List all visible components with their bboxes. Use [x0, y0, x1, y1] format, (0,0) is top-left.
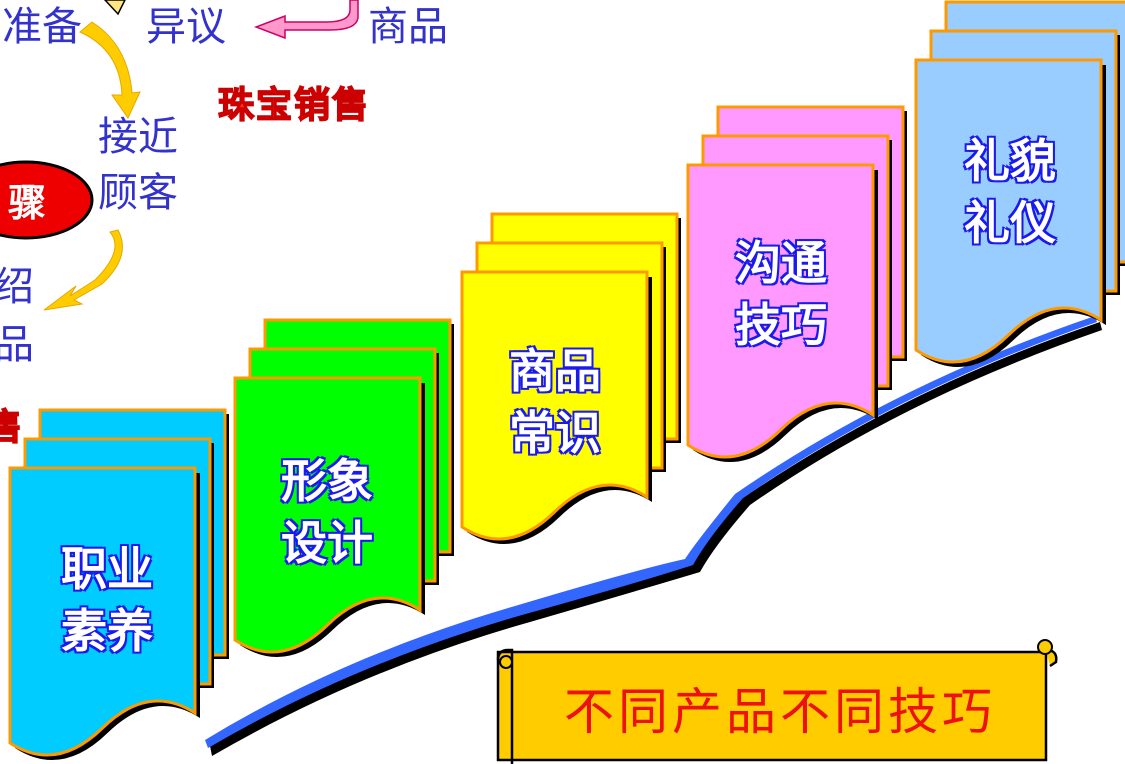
card-label-line2: 设计: [280, 515, 374, 571]
yellow-arrow-2: [43, 229, 123, 311]
card-stack-image: [233, 318, 454, 657]
card-label-line1: 礼貌: [963, 133, 1057, 189]
card-stack-etiquette: [914, 0, 1125, 367]
card-label-line2: 技巧: [734, 297, 828, 353]
card-label-line1: 职业: [60, 541, 154, 597]
scroll-banner: [496, 639, 1058, 764]
flow-step-approach-line2: 顾客: [98, 170, 178, 216]
scroll-banner-text: 不同产品不同技巧: [564, 683, 996, 741]
step-oval: [0, 160, 94, 240]
card-label-image: 形象 设计: [262, 450, 392, 574]
staircase-line: [205, 316, 1097, 748]
flow-step-intro-line1: 绍: [0, 264, 34, 310]
flow-step-prepare: 准备: [2, 4, 82, 50]
card-label-product-knowledge: 商品 常识: [490, 340, 620, 464]
flow-step-intro-line2: 品: [0, 322, 34, 368]
cards-layer: [8, 0, 1125, 760]
yellow-arrow-1: [79, 21, 141, 120]
jewelry-sales-title: 珠宝销售: [217, 84, 371, 127]
card-front: [8, 466, 197, 757]
card-front: [686, 163, 875, 459]
staircase-line-shadow: [210, 322, 1102, 756]
card-label-professional: 职业 素养: [42, 538, 172, 662]
card-front: [914, 58, 1103, 364]
card-front: [233, 376, 422, 654]
card-label-line2: 礼仪: [963, 195, 1057, 251]
left-cut-sales-title: 售: [0, 406, 25, 449]
card-label-communication: 沟通 技巧: [716, 232, 846, 356]
card-stack-professional: [8, 408, 229, 760]
card-front: [460, 270, 649, 541]
flow-step-objection: 异议: [146, 4, 226, 50]
flow-step-product: 商品: [368, 4, 448, 50]
yellow-wedge: [103, 0, 126, 16]
card-label-line1: 形象: [280, 453, 374, 509]
card-stack-product-knowledge: [460, 212, 681, 544]
flow-step-approach-line1: 接近: [98, 114, 178, 160]
red-cut-box: [0, 402, 30, 432]
card-label-line2: 素养: [60, 603, 154, 659]
card-label-line1: 商品: [508, 343, 602, 399]
pink-arrow: [253, 0, 359, 40]
card-label-line1: 沟通: [734, 235, 828, 291]
card-label-etiquette: 礼貌 礼仪: [945, 130, 1075, 254]
card-label-line2: 常识: [508, 405, 602, 461]
oval-label: 骤: [8, 181, 47, 225]
card-stack-communication: [686, 105, 907, 462]
